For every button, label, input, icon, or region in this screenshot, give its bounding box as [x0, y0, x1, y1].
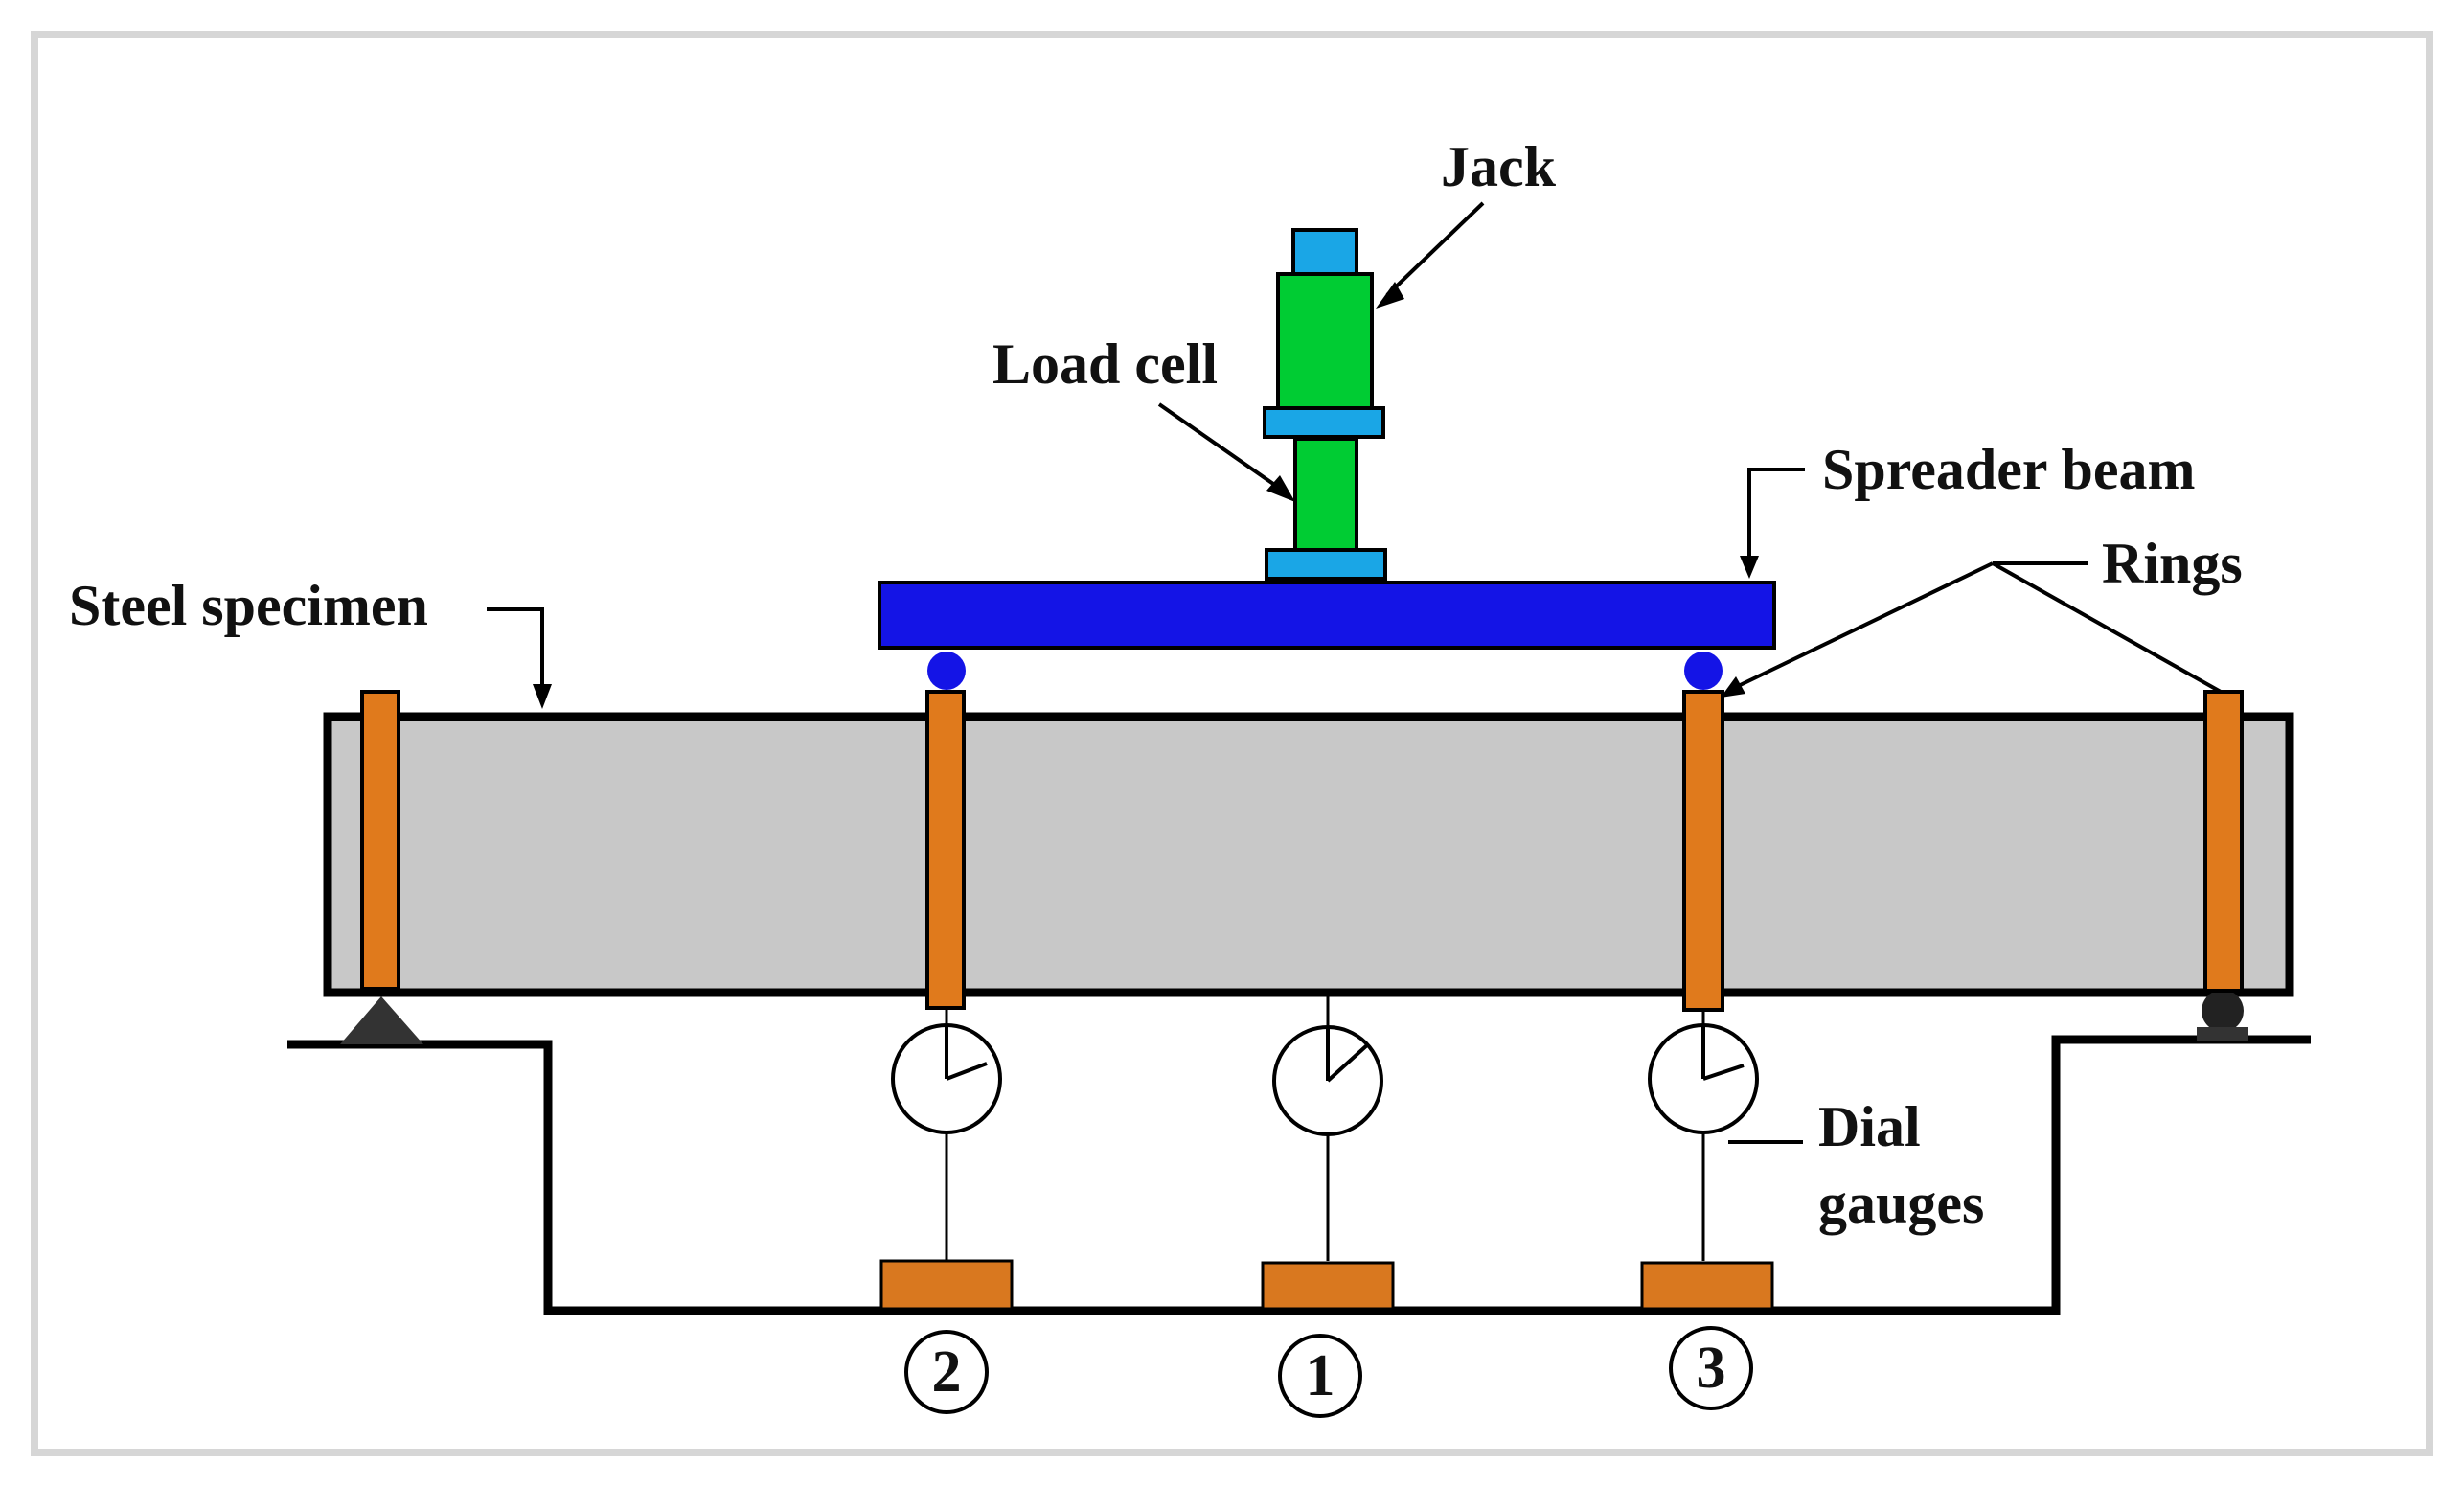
jack-arrowhead [1376, 282, 1404, 309]
gauge-number-2: 2 [932, 1339, 962, 1405]
ground-pit-outline [287, 1035, 2311, 1315]
gauge-number-1: 1 [1306, 1343, 1335, 1408]
base-block-2 [879, 1259, 1014, 1311]
spreader-leader [1747, 468, 1805, 563]
label-jack: Jack [1441, 135, 1557, 198]
steel-specimen [323, 712, 2294, 997]
label-dial-gauges-line1: Dial [1818, 1095, 1921, 1158]
label-spreader-beam: Spreader beam [1822, 438, 2195, 501]
gauge-number-3: 3 [1697, 1336, 1726, 1401]
ring-right-end [2203, 690, 2244, 993]
spreader-beam [878, 581, 1776, 650]
ring-left-end [360, 690, 400, 991]
load-cell-leader [1157, 402, 1288, 494]
left-pin-support [340, 996, 423, 1044]
base-block-3 [1640, 1261, 1774, 1311]
label-rings: Rings [2102, 532, 2243, 595]
specimen-leader [487, 607, 544, 692]
spreader-arrowhead [1740, 556, 1759, 579]
rings-arrowhead [1721, 676, 1745, 698]
right-roller-base [2197, 1027, 2248, 1041]
bottom-plate [1265, 548, 1387, 581]
rings-leader-left [1729, 561, 1994, 692]
jack-body [1276, 272, 1374, 410]
dial-gauge-1 [1272, 993, 1383, 1261]
specimen-arrowhead [533, 684, 552, 709]
dial-gauge-2 [891, 1008, 1002, 1261]
roller-left [927, 652, 966, 690]
dial-gauge-3 [1648, 1010, 1759, 1261]
base-block-1 [1261, 1261, 1395, 1311]
load-cell-body [1293, 437, 1358, 552]
gauge-number-circle-1 [1278, 1334, 1362, 1418]
label-dial-gauges-line2: gauges [1818, 1172, 1984, 1235]
roller-right [1684, 652, 1723, 690]
jack-leader [1385, 201, 1485, 297]
label-steel-specimen: Steel specimen [69, 574, 428, 637]
right-roller-support [2202, 990, 2244, 1032]
ring-right-load [1682, 690, 1724, 1012]
ring-left-load [925, 690, 966, 1010]
gauge-number-circle-2 [904, 1330, 989, 1414]
rings-leader-right [1992, 561, 2222, 694]
middle-plate [1263, 406, 1385, 439]
load-cell-arrowhead [1266, 475, 1295, 502]
label-load-cell: Load cell [992, 332, 1218, 396]
gauge-number-circle-3 [1669, 1326, 1753, 1410]
jack-top-cap [1291, 228, 1358, 276]
